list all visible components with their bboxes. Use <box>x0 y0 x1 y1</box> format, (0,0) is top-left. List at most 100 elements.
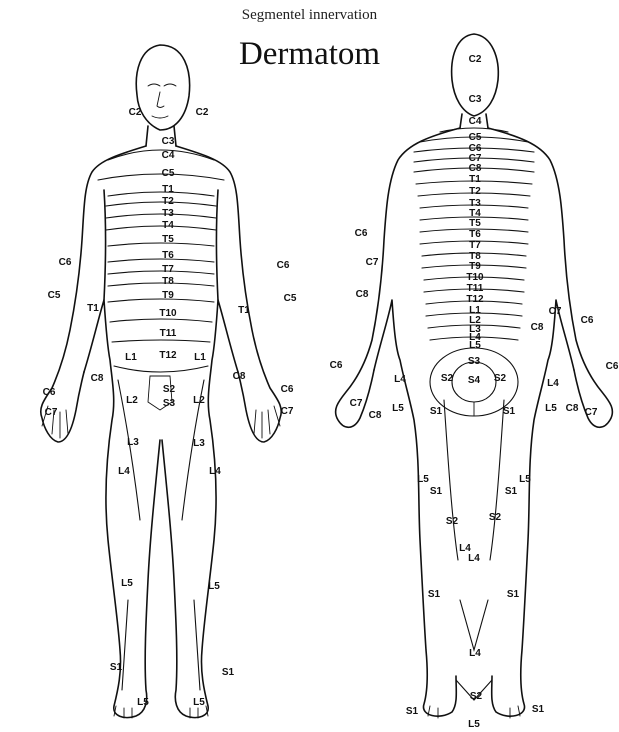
label-front-c5-right: C5 <box>284 293 297 304</box>
label-back-c3: C3 <box>469 94 482 105</box>
label-front-c8-right: C8 <box>233 371 246 382</box>
label-back-l5-left-hip: L5 <box>392 403 404 414</box>
label-front-l1-right: L1 <box>194 352 206 363</box>
label-back-s3: S3 <box>468 356 481 367</box>
label-back-c6-right-upper: C6 <box>581 315 594 326</box>
label-back-t7: T7 <box>469 240 481 251</box>
label-back-t2: T2 <box>469 186 481 197</box>
label-back-s1-left-foot: S1 <box>406 706 419 717</box>
label-front-s2: S2 <box>163 384 176 395</box>
label-front-l5-left-foot: L5 <box>137 697 149 708</box>
label-front-l5-right-foot: L5 <box>193 697 205 708</box>
label-front-t11: T11 <box>160 328 177 339</box>
label-back-t6: T6 <box>469 229 481 240</box>
back-label-layer: C2 C3 C4 C5 C6 C7 C8 T1 T2 T3 T4 T5 T6 T… <box>330 54 619 730</box>
label-back-c8: C8 <box>469 163 482 174</box>
label-back-l4-left-hip: L4 <box>394 374 406 385</box>
label-front-t1-left-arm: T1 <box>87 303 99 314</box>
label-back-s2-heel: S2 <box>470 691 483 702</box>
label-back-s1-left-thigh: S1 <box>430 486 443 497</box>
label-front-l2-left: L2 <box>126 395 138 406</box>
label-back-c7-left-upper: C7 <box>366 257 379 268</box>
label-front-t9: T9 <box>162 290 174 301</box>
label-front-t1-right-arm: T1 <box>238 305 250 316</box>
label-back-s2-left-sacral: S2 <box>441 373 454 384</box>
label-front-c3: C3 <box>162 136 175 147</box>
label-back-l5-left-thigh: L5 <box>417 474 429 485</box>
label-back-c5: C5 <box>469 132 482 143</box>
label-front-t2: T2 <box>162 196 174 207</box>
front-label-layer: C2 C2 C3 C4 C5 T1 T2 T3 T4 T5 T6 T7 T8 T… <box>43 107 297 708</box>
label-front-s1-left: S1 <box>110 662 123 673</box>
label-back-c7-right-hand: C7 <box>585 407 598 418</box>
label-front-c6-right-hand: C6 <box>281 384 294 395</box>
label-front-c7-left: C7 <box>45 407 58 418</box>
label-back-s1-left-calf: S1 <box>428 589 441 600</box>
label-back-c4: C4 <box>469 116 482 127</box>
label-front-c5: C5 <box>162 168 175 179</box>
label-back-t5: T5 <box>469 218 481 229</box>
label-back-t11: T11 <box>467 283 484 294</box>
label-back-l4-right-hip: L4 <box>547 378 559 389</box>
label-back-t12: T12 <box>466 294 484 305</box>
label-back-t9: T9 <box>469 261 481 272</box>
label-back-s4: S4 <box>468 375 481 386</box>
label-front-l2-right: L2 <box>193 395 205 406</box>
label-back-l5-foot: L5 <box>468 719 480 730</box>
label-back-c8-left-upper: C8 <box>356 289 369 300</box>
label-back-c6-right-hand: C6 <box>606 361 619 372</box>
label-front-t3: T3 <box>162 208 174 219</box>
label-back-c6-left-hand: C6 <box>330 360 343 371</box>
label-front-l4-right: L4 <box>209 466 221 477</box>
label-back-s1-right-foot: S1 <box>532 704 545 715</box>
label-back-s1-left-buttock: S1 <box>430 406 443 417</box>
label-front-s1-right: S1 <box>222 667 235 678</box>
label-back-s2-right-thigh: S2 <box>489 512 502 523</box>
label-back-l4-calf: L4 <box>469 648 481 659</box>
label-front-c2-right: C2 <box>196 107 209 118</box>
label-front-t6: T6 <box>162 250 174 261</box>
label-front-c5-left: C5 <box>48 290 61 301</box>
label-back-l5: L5 <box>469 340 481 351</box>
label-back-c2: C2 <box>469 54 482 65</box>
label-front-l3-left: L3 <box>127 437 139 448</box>
label-front-l4-left: L4 <box>118 466 130 477</box>
label-front-c6-right-upper: C6 <box>277 260 290 271</box>
label-front-t5: T5 <box>162 234 174 245</box>
label-back-l5-right-hip: L5 <box>545 403 557 414</box>
label-back-c8-left-hand: C8 <box>369 410 382 421</box>
label-front-l3-right: L3 <box>193 438 205 449</box>
label-front-c2-left: C2 <box>129 107 142 118</box>
label-back-s1-right-buttock: S1 <box>503 406 516 417</box>
label-back-c6-left-upper: C6 <box>355 228 368 239</box>
label-front-c4: C4 <box>162 150 175 161</box>
label-back-c7-left-hand: C7 <box>350 398 363 409</box>
label-back-s2-right-sacral: S2 <box>494 373 507 384</box>
label-front-t10: T10 <box>159 308 177 319</box>
label-back-c7-right-upper: C7 <box>549 306 562 317</box>
label-back-l5-right-thigh: L5 <box>519 474 531 485</box>
label-front-t12: T12 <box>159 350 177 361</box>
label-front-c7-right: C7 <box>281 406 294 417</box>
label-back-l4-knee: L4 <box>468 553 480 564</box>
label-front-t1: T1 <box>162 184 174 195</box>
label-front-t4: T4 <box>162 220 174 231</box>
label-back-s1-right-calf: S1 <box>507 589 520 600</box>
label-front-t7: T7 <box>162 264 174 275</box>
label-front-c6-left-hand: C6 <box>43 387 56 398</box>
label-back-c8-right-hand: C8 <box>566 403 579 414</box>
label-front-l1-left: L1 <box>125 352 137 363</box>
label-back-t10: T10 <box>466 272 484 283</box>
label-front-c6-left-upper: C6 <box>59 257 72 268</box>
label-front-s3: S3 <box>163 398 176 409</box>
label-front-t8: T8 <box>162 276 174 287</box>
label-back-s1-right-thigh: S1 <box>505 486 518 497</box>
label-front-l5-left-shin: L5 <box>121 578 133 589</box>
label-front-l5-right-shin: L5 <box>208 581 220 592</box>
label-back-s2-left-thigh: S2 <box>446 516 459 527</box>
label-back-c8-right-upper: C8 <box>531 322 544 333</box>
label-front-c8-left: C8 <box>91 373 104 384</box>
label-back-t1: T1 <box>469 174 481 185</box>
